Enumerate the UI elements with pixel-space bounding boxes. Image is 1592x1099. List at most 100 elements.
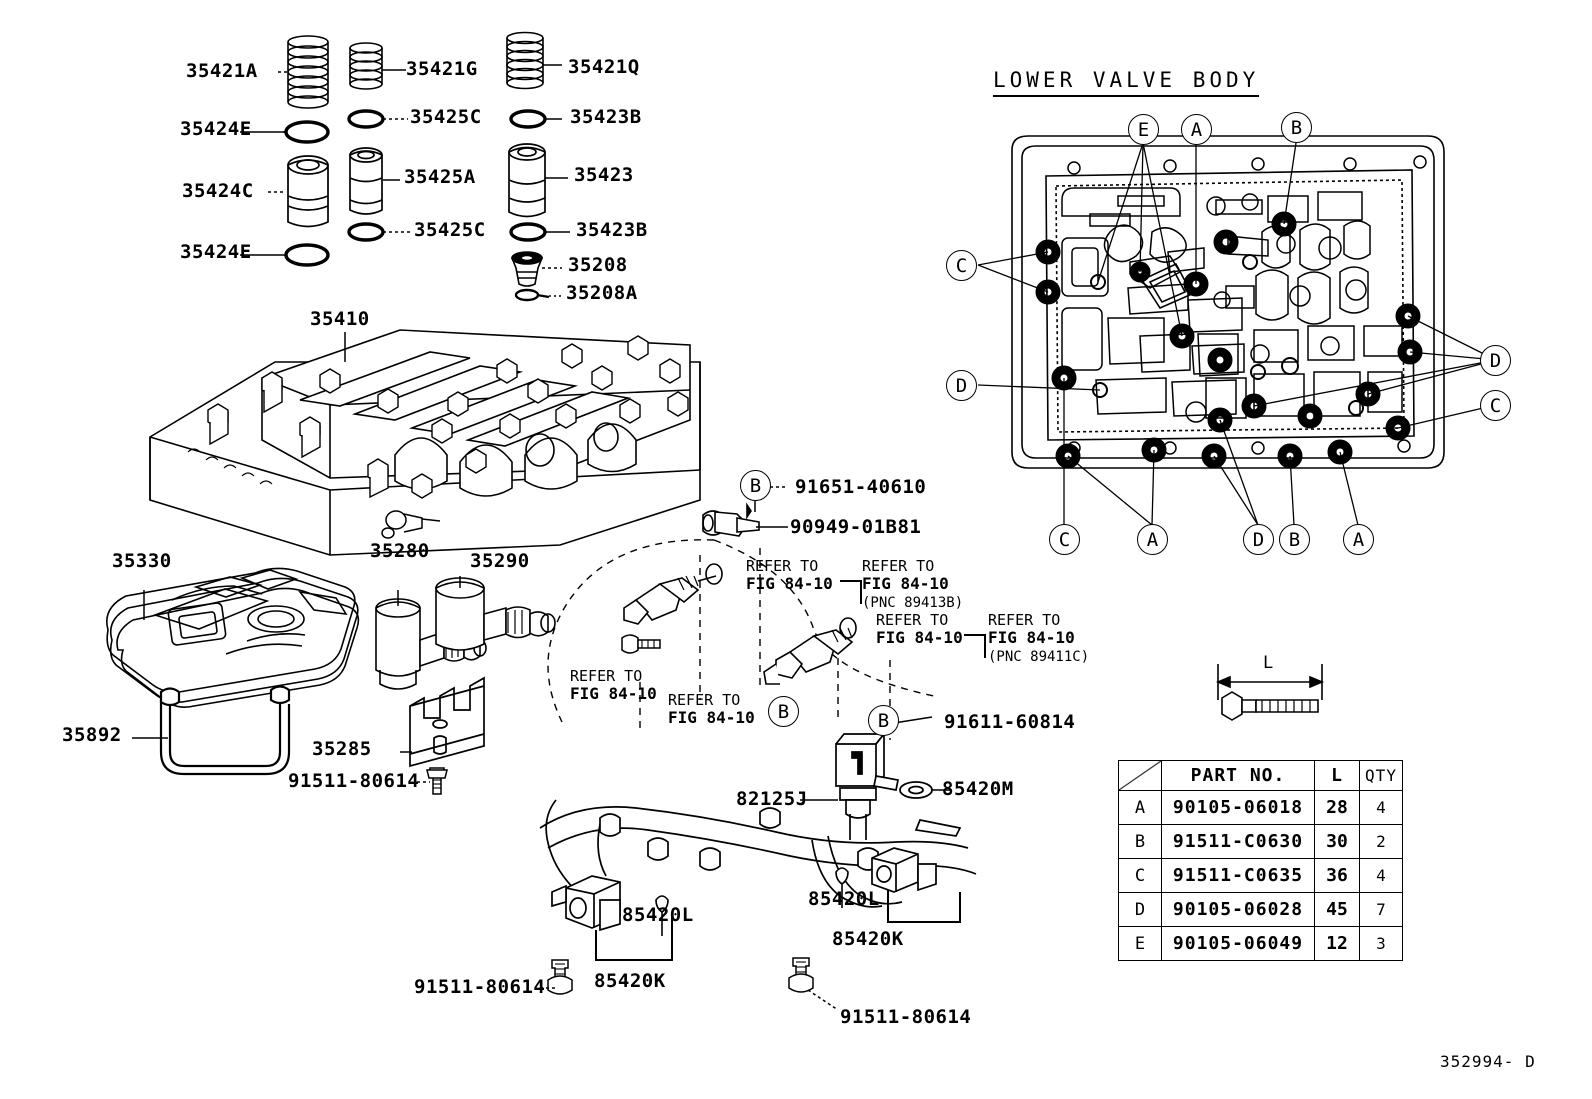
part-label-91611-60814: 91611-60814	[944, 711, 1076, 733]
part-label-35424e-bot: 35424E	[180, 241, 252, 263]
callout-d-left[interactable]: D	[946, 370, 977, 401]
callout-b-inline-2[interactable]: B	[768, 696, 799, 727]
bolt-table-partno-e: 90105-06049	[1161, 926, 1315, 961]
bolt-table-l-a: 28	[1314, 790, 1360, 825]
lower-valve-body-title: LOWER VALVE BODY	[993, 68, 1260, 97]
callout-d-right[interactable]: D	[1480, 345, 1511, 376]
figure-number: 352994- D	[1440, 1052, 1536, 1071]
refer-bracket-1	[840, 580, 862, 604]
part-label-35423: 35423	[574, 164, 634, 186]
callout-c-bottom[interactable]: C	[1049, 524, 1080, 555]
oring-35423b-top	[509, 109, 547, 129]
bolt-table-qty-c: 4	[1359, 858, 1403, 893]
part-label-91651-40610: 91651-40610	[795, 476, 927, 498]
refer-note-6-line2: FIG 84-10	[668, 708, 755, 728]
oring-35425c-top	[347, 109, 385, 129]
callout-b-inline-3[interactable]: B	[868, 705, 899, 736]
part-label-35421q: 35421Q	[568, 56, 640, 78]
callout-e-top[interactable]: E	[1128, 114, 1159, 145]
bracket-35285	[409, 676, 485, 768]
part-label-35421g: 35421G	[406, 58, 478, 80]
bolt-table-key-e: E	[1118, 926, 1162, 961]
part-label-90949-01b81: 90949-01B81	[790, 516, 922, 538]
bolt-table-header-row: PART NO. L QTY	[1118, 760, 1403, 791]
part-label-35424e-top: 35424E	[180, 118, 252, 140]
bolt-left-sensor	[547, 959, 573, 995]
solenoid-35290	[435, 577, 556, 651]
sensor-upper	[623, 563, 723, 625]
bolt-table-header-l: L	[1314, 760, 1360, 791]
callout-a-bottom-1[interactable]: A	[1137, 524, 1168, 555]
oring-35425c-bot	[347, 222, 385, 242]
sensor-lower	[763, 617, 857, 685]
refer-note-2-line2: FIG 84-10	[862, 574, 949, 594]
oring-35424e-top	[284, 120, 330, 144]
refer-note-2-pnc: (PNC 89413B)	[862, 594, 964, 611]
group-brackets	[595, 890, 961, 961]
callout-b-top[interactable]: B	[1281, 112, 1312, 143]
plug-35208	[510, 251, 544, 287]
leader-pins	[655, 867, 849, 936]
spring-35421q	[506, 31, 544, 90]
refer-note-2-line1: REFER TO	[862, 557, 935, 575]
oring-35423b-bot	[509, 222, 547, 242]
bolt-table-partno-b: 91511-C0630	[1161, 824, 1315, 859]
part-label-35423b-bot: 35423B	[576, 219, 648, 241]
bolt-table-row-e: E 90105-06049 12 3	[1118, 926, 1403, 961]
part-label-35425c-bot: 35425C	[414, 219, 486, 241]
bolt-table-row-a: A 90105-06018 28 4	[1118, 790, 1403, 825]
bolt-91511-80614-bracket	[426, 767, 448, 795]
part-label-91511-80614-left: 91511-80614	[414, 976, 546, 998]
bolt-right-sensor	[788, 957, 814, 993]
lower-valve-body-illustration	[1011, 135, 1445, 469]
valve-body-35410	[149, 329, 701, 556]
refer-note-6: REFER TO FIG 84-10	[668, 691, 755, 728]
bolt-table-header-qty: QTY	[1359, 760, 1403, 791]
part-leaders	[132, 64, 952, 1011]
callout-b-inline-1[interactable]: B	[740, 470, 771, 501]
bolt-table-row-c: C 91511-C0635 36 4	[1118, 858, 1403, 893]
sensor-left-85420	[551, 875, 621, 932]
refer-note-3: REFER TO FIG 84-10	[876, 611, 963, 648]
part-label-35423b-top: 35423B	[570, 106, 642, 128]
part-label-35285: 35285	[312, 738, 372, 760]
callout-a-bottom-2[interactable]: A	[1343, 524, 1374, 555]
bolt-table-l-b: 30	[1314, 824, 1360, 859]
bolt-table-key-b: B	[1118, 824, 1162, 859]
callout-c-left[interactable]: C	[946, 250, 977, 281]
refer-note-4: REFER TO FIG 84-10 (PNC 89411C)	[988, 611, 1090, 665]
grommet-85420m	[899, 781, 933, 799]
bolt-table-qty-e: 3	[1359, 926, 1403, 961]
part-label-35425c-top: 35425C	[410, 106, 482, 128]
bolt-table-key-c: C	[1118, 858, 1162, 893]
bolt-table-qty-b: 2	[1359, 824, 1403, 859]
callout-d-bottom[interactable]: D	[1243, 524, 1274, 555]
refer-note-1-line1: REFER TO	[746, 557, 819, 575]
bolt-table-partno-a: 90105-06018	[1161, 790, 1315, 825]
refer-note-1: REFER TO FIG 84-10	[746, 557, 833, 594]
callout-b-bottom[interactable]: B	[1279, 524, 1310, 555]
clip-35892	[159, 685, 291, 776]
plug-35423	[508, 143, 546, 218]
bolt-table-partno-d: 90105-06028	[1161, 892, 1315, 927]
part-label-82125j: 82125J	[736, 788, 808, 810]
callout-a-top[interactable]: A	[1181, 114, 1212, 145]
refer-note-4-line1: REFER TO	[988, 611, 1061, 629]
part-label-35208: 35208	[568, 254, 628, 276]
clamp-90949-01b81	[702, 502, 760, 537]
callout-c-right[interactable]: C	[1480, 390, 1511, 421]
bolt-table-corner-cell	[1118, 760, 1162, 791]
part-label-91511-80614-right: 91511-80614	[840, 1006, 972, 1028]
plug-35425a	[349, 147, 383, 215]
refer-note-3-line2: FIG 84-10	[876, 628, 963, 648]
bolt-table-l-e: 12	[1314, 926, 1360, 961]
part-label-85420m: 85420M	[942, 778, 1014, 800]
refer-note-4-line2: FIG 84-10	[988, 628, 1075, 648]
part-label-35330: 35330	[112, 550, 172, 572]
bolt-table-row-b: B 91511-C0630 30 2	[1118, 824, 1403, 859]
bolt-table-l-d: 45	[1314, 892, 1360, 927]
refer-note-4-pnc: (PNC 89411C)	[988, 648, 1090, 665]
spring-35421a	[287, 35, 329, 109]
bolt-table-partno-c: 91511-C0635	[1161, 858, 1315, 893]
